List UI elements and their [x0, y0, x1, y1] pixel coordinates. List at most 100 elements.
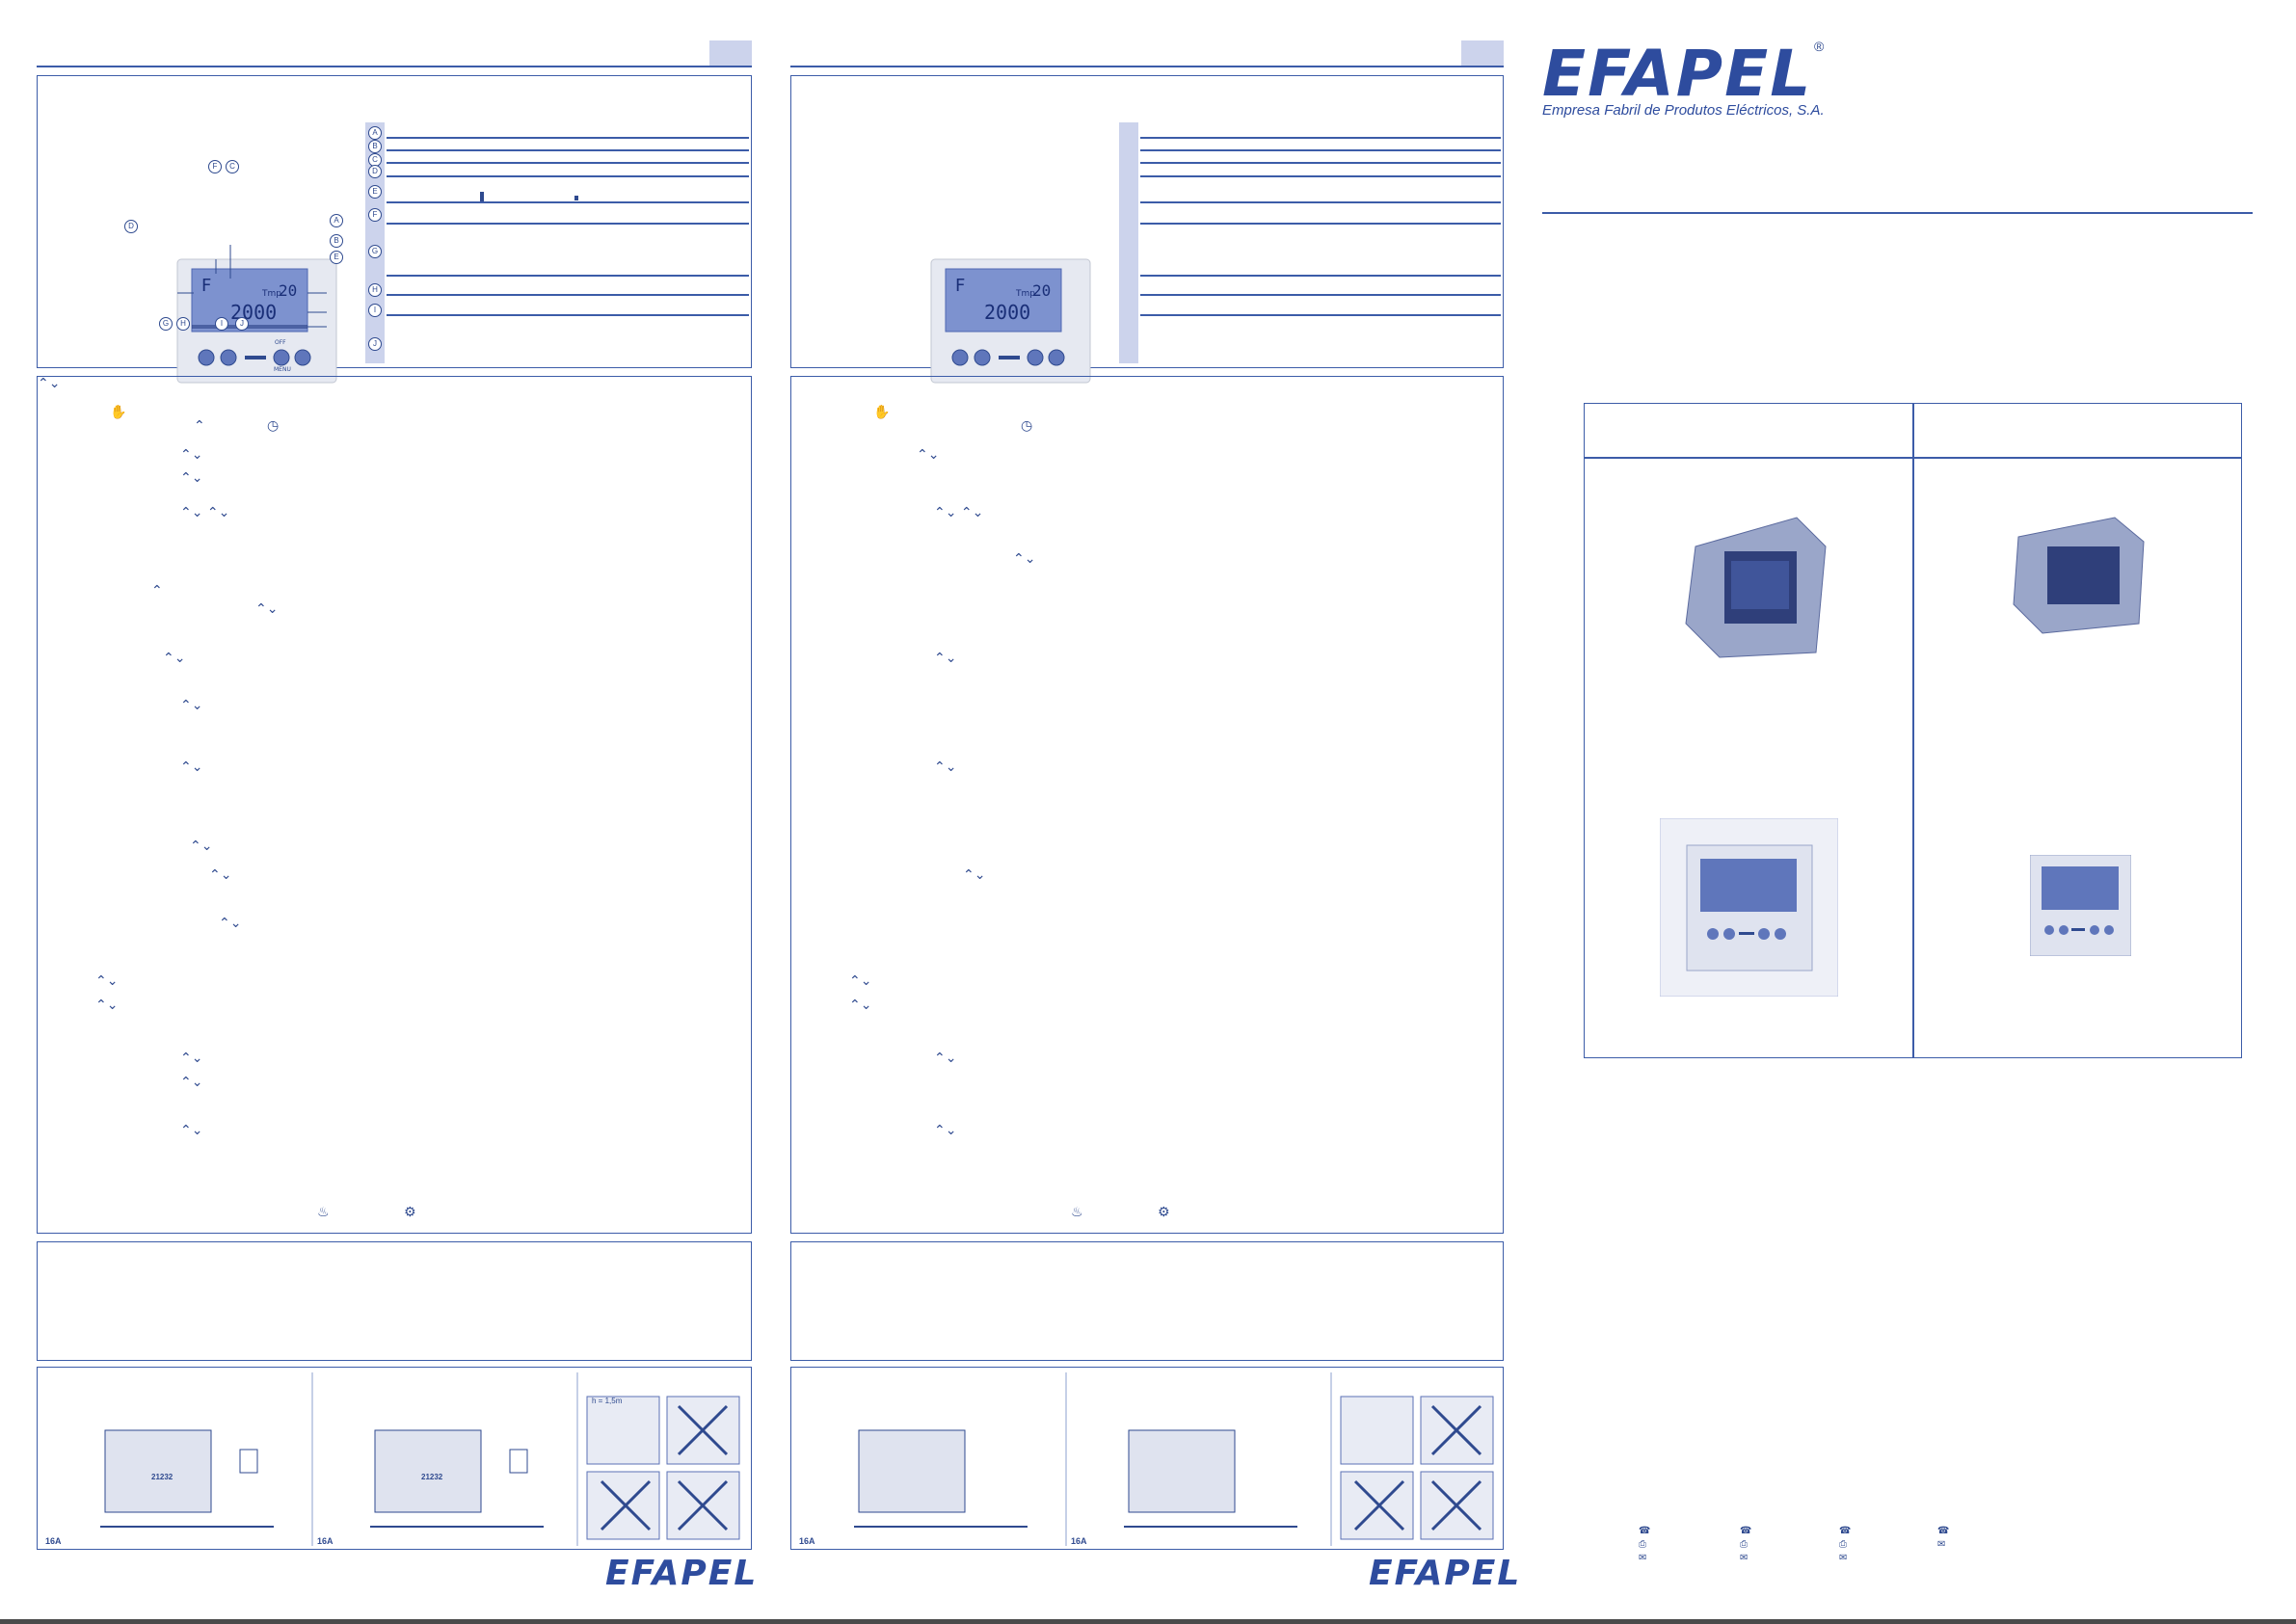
svg-text:F: F [201, 276, 211, 296]
legend-divider [1140, 162, 1501, 164]
gear-icon: ⚙ [404, 1205, 416, 1220]
middle-display-panel: F Tmp 20 2000 [790, 75, 1504, 384]
legend-divider [387, 201, 749, 203]
legend-b: B [368, 140, 382, 153]
hand-icon: ✋ [873, 405, 891, 420]
footer-logo: EFAPEL [1369, 1554, 1522, 1593]
callout-j: J [235, 317, 249, 331]
legend-divider [387, 137, 749, 139]
segment-mark [574, 196, 578, 200]
framed-thermostat-image [1660, 818, 1838, 997]
chevron-up-icon: ⌃ [194, 418, 205, 434]
chevron-up-down-icon: ⌃⌄ [917, 447, 940, 463]
phone-icon: ☎ [1839, 1526, 1852, 1536]
callout-b: B [330, 234, 343, 248]
legend-d: D [368, 165, 382, 178]
mail-icon: ✉ [1839, 1553, 1848, 1563]
chevron-up-down-icon: ⌃⌄ [219, 916, 242, 931]
svg-text:F: F [955, 276, 965, 296]
chevron-up-down-icon: ⌃⌄ [1013, 551, 1036, 567]
module-image [2013, 517, 2145, 634]
legend-g: G [368, 245, 382, 258]
cover-rule [1542, 212, 2253, 214]
wiring-diagrams [854, 1372, 1494, 1546]
svg-text:Tmp: Tmp [261, 289, 281, 299]
legend-a: A [368, 126, 382, 140]
callout-d: D [124, 220, 138, 233]
left-instructions-panel: ✋ ⌃ ◷ ⌃⌄ ⌃⌄ ⌃⌄ ⌃⌄ ⌃⌄ ⌃ ⌃⌄ ⌃⌄ ⌃⌄ ⌃⌄ ⌃⌄ ⌃⌄… [37, 376, 752, 1234]
wiring-diagrams [100, 1372, 740, 1546]
gear-icon: ⚙ [1158, 1205, 1170, 1220]
legend-letter-column [1119, 122, 1138, 363]
legend-divider [387, 223, 749, 225]
legend-divider [1140, 314, 1501, 316]
legend-divider [1140, 137, 1501, 139]
flame-icon: ♨ [1071, 1205, 1083, 1220]
legend-i: I [368, 304, 382, 317]
mail-icon: ✉ [1639, 1553, 1647, 1563]
chevron-up-down-icon: ⌃⌄ [180, 447, 203, 463]
phone-icon: ☎ [1937, 1526, 1950, 1536]
chevron-up-down-icon: ⌃⌄ [255, 601, 279, 617]
legend-divider [1140, 201, 1501, 203]
svg-text:20: 20 [1032, 281, 1051, 300]
legend-divider [387, 314, 749, 316]
fuse-label: 16A [1071, 1536, 1087, 1546]
contact-block: ☎ ⎙ ✉ [1740, 1525, 1751, 1565]
svg-text:20: 20 [279, 281, 297, 300]
chevron-up-down-icon: ⌃⌄ [180, 470, 203, 486]
legend-divider [1140, 275, 1501, 277]
legend-letter-column [365, 122, 385, 363]
hand-icon: ✋ [110, 405, 127, 420]
callout-a: A [330, 214, 343, 227]
legend-divider [387, 175, 749, 177]
chevron-up-down-icon: ⌃⌄ [190, 839, 213, 854]
fax-icon: ⎙ [1639, 1539, 1646, 1550]
chevron-up-down-icon: ⌃⌄ [849, 973, 872, 989]
registered-mark: ® [1814, 39, 1825, 54]
fax-icon: ⎙ [1740, 1539, 1748, 1550]
middle-header-rule [790, 66, 1504, 67]
brand-logo: EFAPEL [1542, 37, 1813, 111]
fax-icon: ⎙ [1839, 1539, 1847, 1550]
thermostat-diagram: F Tmp 20 2000 OFF MENU [176, 245, 337, 384]
callout-e: E [330, 251, 343, 264]
model-label: 21232 [151, 1473, 174, 1481]
callout-c: C [226, 160, 239, 173]
svg-text:OFF: OFF [275, 339, 286, 346]
legend-f: F [368, 208, 382, 222]
legend-e: E [368, 185, 382, 199]
legend-divider [1140, 294, 1501, 296]
phone-icon: ☎ [1639, 1526, 1651, 1536]
footer-logo: EFAPEL [605, 1554, 759, 1593]
left-display-panel: F Tmp 20 2000 OFF MENU F C D A B E G H I [37, 75, 752, 384]
chevron-up-down-icon: ⌃⌄ [180, 759, 203, 775]
clock-icon: ◷ [1021, 418, 1033, 434]
phone-icon: ☎ [1740, 1526, 1752, 1536]
left-header-rule [37, 66, 752, 67]
chevron-up-down-icon: ⌃⌄ [934, 651, 957, 666]
mail-icon: ✉ [1740, 1553, 1749, 1563]
clock-icon: ◷ [267, 418, 280, 434]
mail-icon: ✉ [1937, 1539, 1946, 1550]
flame-icon: ♨ [317, 1205, 330, 1220]
legend-divider [387, 162, 749, 164]
chevron-up-down-icon: ⌃⌄ [209, 867, 232, 883]
chevron-up-icon: ⌃ [151, 583, 163, 599]
chevron-up-down-icon: ⌃⌄ ⌃⌄ [180, 505, 230, 520]
callout-h: H [176, 317, 190, 331]
module-image [1685, 517, 1827, 658]
chevron-up-down-icon: ⌃⌄ [163, 651, 186, 666]
svg-text:MENU: MENU [274, 366, 291, 373]
middle-wiring-panel: 16A 16A [790, 1367, 1504, 1550]
middle-notes-panel [790, 1241, 1504, 1361]
segment-mark [480, 192, 484, 201]
fuse-label: 16A [45, 1536, 62, 1546]
chevron-up-down-icon: ⌃⌄ [180, 1123, 203, 1138]
legend-divider [387, 294, 749, 296]
middle-language-tab [1461, 40, 1504, 66]
middle-instructions-panel: ✋ ◷ ⌃⌄ ⌃⌄ ⌃⌄ ⌃⌄ ⌃⌄ ⌃⌄ ⌃⌄ ⌃⌄ ⌃⌄ ⌃⌄ ⌃⌄ ♨ ⚙ [790, 376, 1504, 1234]
table-header-divider [1585, 457, 2241, 459]
chevron-up-down-icon: ⌃⌄ [934, 759, 957, 775]
bottom-edge [0, 1619, 2296, 1624]
